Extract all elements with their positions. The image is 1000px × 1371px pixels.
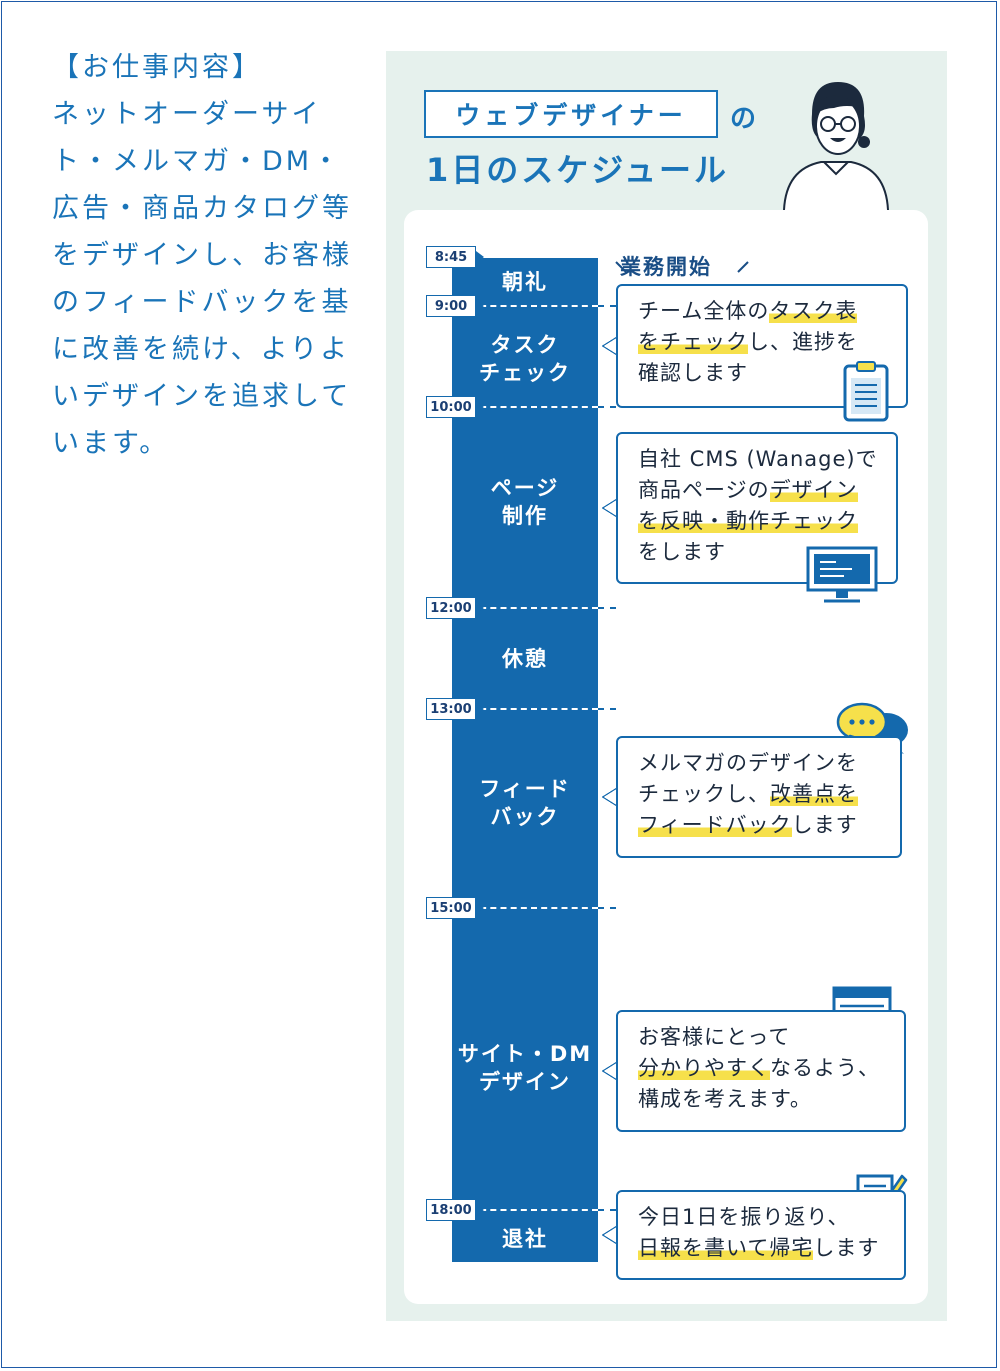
time-tag: 9:00 <box>426 295 484 317</box>
start-tick-right-icon <box>737 261 749 273</box>
slot-label-page-production: ページ 制作 <box>490 476 560 528</box>
time-tag: 8:45 <box>426 246 484 268</box>
schedule-title-particle: の <box>730 104 757 134</box>
slot-label-feedback: フィード バック <box>479 777 571 829</box>
time-tag: 10:00 <box>426 396 484 418</box>
monitor-icon <box>806 546 878 603</box>
schedule-title-line2: 1日のスケジュール <box>426 151 730 189</box>
divider-ext-18-00 <box>598 1209 616 1211</box>
divider-ext-12-00 <box>598 607 616 609</box>
start-tick-left-icon <box>615 261 627 273</box>
divider-ext-9-00 <box>598 305 616 307</box>
bubble-task-check: チーム全体のタスク表 をチェックし、進捗を 確認します <box>602 284 908 408</box>
time-tag: 12:00 <box>426 597 484 619</box>
bubble-site-dm-design: お客様にとって 分かりやすくなるよう、 構成を考えます。 <box>602 1010 906 1132</box>
slot-label-break: 休憩 <box>502 647 548 671</box>
slot-label-leave-office: 退社 <box>502 1227 548 1251</box>
slot-label-morning-meeting: 朝礼 <box>502 270 548 294</box>
clipboard-icon <box>843 361 889 422</box>
divider-9-00 <box>470 305 598 307</box>
schedule-title-boxed: ウェブデザイナー <box>424 90 718 138</box>
divider-ext-10-00 <box>598 406 616 408</box>
divider-10-00 <box>470 406 598 408</box>
bubble-feedback: メルマガのデザインを チェックし、改善点を フィードバックします <box>602 736 902 858</box>
timeline-bar <box>452 258 598 1262</box>
bubble-leave-office: 今日1日を振り返り、 日報を書いて帰宅します <box>602 1190 906 1280</box>
divider-15-00 <box>470 907 598 909</box>
slot-label-site-dm-design: サイト・DM デザイン <box>457 1042 593 1094</box>
person-illustration <box>783 82 889 211</box>
divider-ext-15-00 <box>598 907 616 909</box>
time-tag: 18:00 <box>426 1199 484 1221</box>
divider-12-00 <box>470 607 598 609</box>
time-tag: 15:00 <box>426 897 484 919</box>
slot-label-task-check: タスク チェック <box>479 333 571 385</box>
divider-13-00 <box>470 708 598 710</box>
divider-18-00 <box>470 1209 598 1211</box>
job-description: 【お仕事内容】 ネットオーダーサイト・メルマガ・DM・広告・商品カタログ等をデザ… <box>52 44 362 467</box>
divider-ext-13-00 <box>598 708 616 710</box>
work-start-label: 業務開始 <box>620 255 712 279</box>
time-tag: 13:00 <box>426 698 484 720</box>
description-heading: 【お仕事内容】 <box>52 52 262 83</box>
description-body: ネットオーダーサイト・メルマガ・DM・広告・商品カタログ等をデザインし、お客様の… <box>52 99 352 459</box>
